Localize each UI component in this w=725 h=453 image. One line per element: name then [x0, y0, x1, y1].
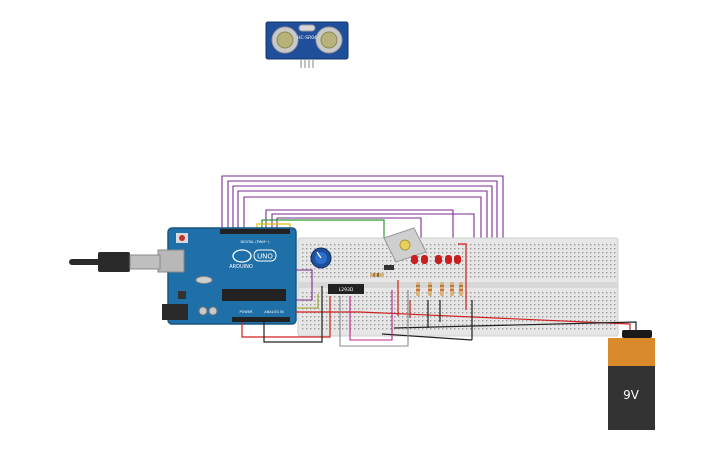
- led[interactable]: [435, 255, 442, 264]
- resistor[interactable]: [459, 282, 463, 296]
- potentiometer[interactable]: [310, 247, 332, 269]
- battery-label: 9V: [623, 388, 640, 402]
- battery-9v[interactable]: 9V: [608, 330, 655, 430]
- resistor-row: [416, 282, 463, 296]
- ultrasonic-sensor[interactable]: HC-SR04: [265, 21, 349, 68]
- arduino-model-text: UNO: [257, 253, 273, 261]
- short-purple-wire: [296, 269, 313, 301]
- breadboard-holes: [302, 244, 616, 330]
- arduino-digital-label: DIGITAL (PWM~): [240, 240, 270, 244]
- arduino-uno[interactable]: ARDUINO UNO DIGITAL (PWM~) POWER ANALOG …: [157, 227, 297, 325]
- led[interactable]: [454, 255, 461, 264]
- sensor-label: HC-SR04: [297, 35, 317, 41]
- resistor[interactable]: [450, 282, 454, 296]
- ic-label: L293D: [339, 287, 354, 293]
- resistor-horizontal[interactable]: [370, 273, 384, 277]
- usb-cable: [69, 252, 161, 272]
- gray-wire: [339, 290, 409, 347]
- arduino-analog-label: ANALOG IN: [264, 310, 284, 314]
- led[interactable]: [445, 255, 452, 264]
- olive-wire: [296, 294, 319, 309]
- green-wire: [261, 219, 385, 244]
- resistor[interactable]: [440, 282, 444, 296]
- transistor[interactable]: [384, 265, 394, 270]
- arduino-power-label: POWER: [240, 310, 254, 314]
- resistor[interactable]: [416, 282, 420, 296]
- dc-motor[interactable]: [383, 227, 427, 263]
- magenta-wire: [349, 290, 393, 341]
- l293d-ic[interactable]: L293D: [328, 284, 364, 294]
- arduino-logo-text: ARDUINO: [229, 264, 253, 270]
- led[interactable]: [421, 255, 428, 264]
- led[interactable]: [411, 255, 418, 264]
- led-row: [411, 255, 461, 264]
- breadboard[interactable]: [297, 237, 619, 337]
- resistor[interactable]: [428, 282, 432, 296]
